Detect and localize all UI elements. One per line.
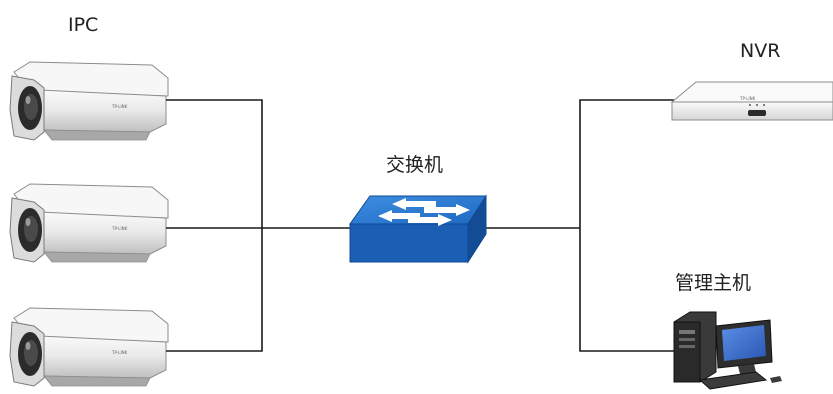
ip-camera-icon xyxy=(9,183,169,263)
connection-lines xyxy=(166,99,676,352)
nvr-recorder-icon: TP-LINK xyxy=(670,81,833,121)
host-label: 管理主机 xyxy=(675,272,752,294)
ip-camera-icon xyxy=(9,61,169,141)
ip-camera-icon xyxy=(9,307,169,387)
svg-text:TP-LINK: TP-LINK xyxy=(739,96,756,101)
nvr-label: NVR xyxy=(740,40,781,62)
network-switch-icon xyxy=(349,194,487,264)
switch-label: 交换机 xyxy=(386,154,444,176)
ipc-label: IPC xyxy=(68,14,99,36)
desktop-computer-icon xyxy=(673,311,782,390)
